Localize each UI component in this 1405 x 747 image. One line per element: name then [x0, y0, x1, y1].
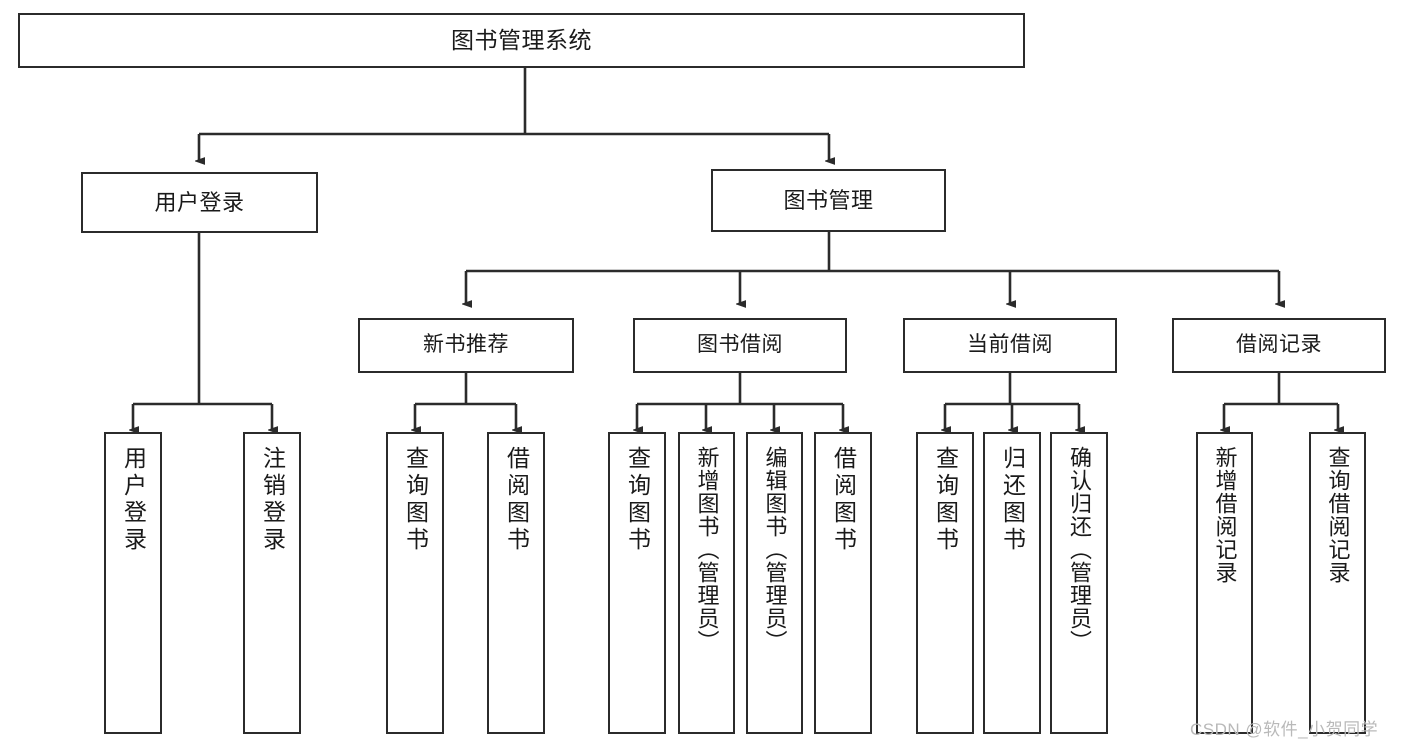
leaf-current-return-book-label: 归还图书 — [999, 446, 1026, 554]
node-book-borrow[interactable]: 图书借阅 — [633, 318, 847, 373]
leaf-recommend-query-book[interactable]: 查询图书 — [386, 432, 444, 734]
leaf-current-confirm-return-admin[interactable]: 确认归还（管理员） — [1050, 432, 1108, 734]
node-new-book-recommend-label: 新书推荐 — [423, 333, 509, 357]
leaf-record-add-record[interactable]: 新增借阅记录 — [1196, 432, 1253, 734]
leaf-borrow-query-book[interactable]: 查询图书 — [608, 432, 666, 734]
node-current-borrow[interactable]: 当前借阅 — [903, 318, 1117, 373]
leaf-borrow-borrow-book[interactable]: 借阅图书 — [814, 432, 872, 734]
watermark: CSDN @软件_小贺同学 — [1190, 720, 1379, 739]
leaf-borrow-add-book-admin[interactable]: 新增图书（管理员） — [678, 432, 735, 734]
leaf-record-query-record-label: 查询借阅记录 — [1325, 446, 1351, 584]
leaf-user-login-label: 用户登录 — [120, 446, 147, 554]
node-borrow-record[interactable]: 借阅记录 — [1172, 318, 1386, 373]
node-user-login[interactable]: 用户登录 — [81, 172, 318, 233]
leaf-current-confirm-return-admin-label: 确认归还（管理员） — [1067, 446, 1092, 653]
leaf-current-query-book-label: 查询图书 — [932, 446, 959, 554]
node-root[interactable]: 图书管理系统 — [18, 13, 1025, 68]
leaf-borrow-edit-book-admin[interactable]: 编辑图书（管理员） — [746, 432, 803, 734]
node-user-login-label: 用户登录 — [154, 189, 245, 215]
leaf-recommend-borrow-book-label: 借阅图书 — [503, 446, 530, 554]
node-book-management-label: 图书管理 — [783, 187, 874, 213]
leaf-record-add-record-label: 新增借阅记录 — [1212, 446, 1238, 584]
leaf-current-return-book[interactable]: 归还图书 — [983, 432, 1041, 734]
leaf-recommend-query-book-label: 查询图书 — [402, 446, 429, 554]
leaf-record-query-record[interactable]: 查询借阅记录 — [1309, 432, 1366, 734]
leaf-recommend-borrow-book[interactable]: 借阅图书 — [487, 432, 545, 734]
node-current-borrow-label: 当前借阅 — [967, 333, 1053, 357]
leaf-borrow-borrow-book-label: 借阅图书 — [830, 446, 857, 554]
node-borrow-record-label: 借阅记录 — [1236, 333, 1322, 357]
node-new-book-recommend[interactable]: 新书推荐 — [358, 318, 574, 373]
node-book-borrow-label: 图书借阅 — [697, 333, 783, 357]
leaf-borrow-add-book-admin-label: 新增图书（管理员） — [694, 446, 720, 653]
leaf-user-logout[interactable]: 注销登录 — [243, 432, 301, 734]
leaf-user-logout-label: 注销登录 — [259, 446, 286, 554]
leaf-user-login[interactable]: 用户登录 — [104, 432, 162, 734]
node-root-label: 图书管理系统 — [451, 27, 592, 54]
leaf-borrow-edit-book-admin-label: 编辑图书（管理员） — [762, 446, 788, 653]
node-book-management[interactable]: 图书管理 — [711, 169, 946, 232]
leaf-current-query-book[interactable]: 查询图书 — [916, 432, 974, 734]
leaf-borrow-query-book-label: 查询图书 — [624, 446, 651, 554]
